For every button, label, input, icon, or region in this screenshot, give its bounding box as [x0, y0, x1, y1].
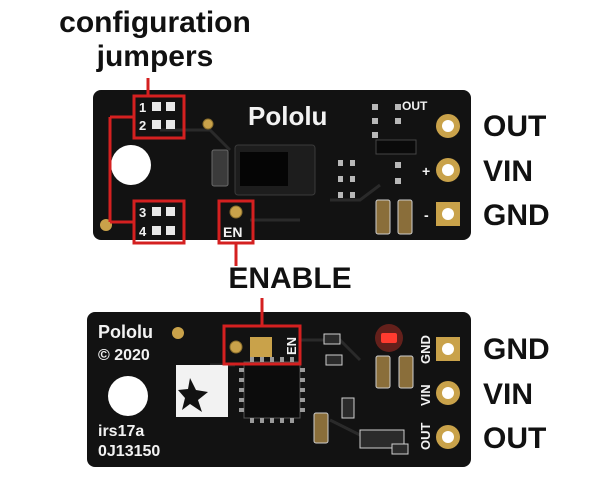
bottom-pin-pad-out: [436, 425, 460, 449]
bottom-board-logo: Pololu: [98, 322, 153, 342]
config-jumpers-title-line2: jumpers: [96, 40, 214, 73]
bottom-pin-label-vin: VIN: [483, 378, 534, 411]
bottom-component-5: [391, 443, 409, 455]
top-silk-minus: -: [424, 207, 429, 223]
bottom-en-bridge: [250, 337, 272, 357]
bottom-silk-gnd: GND: [418, 335, 433, 364]
top-pin-pad-vin: [436, 158, 460, 182]
bottom-capacitor-2: [375, 355, 391, 389]
top-silk-out: OUT: [402, 99, 428, 113]
led-icon: [381, 333, 397, 343]
bottom-qfn-chip: [243, 361, 301, 419]
star-logo-icon: [178, 378, 208, 412]
enable-title: ENABLE: [228, 262, 352, 295]
jumper-pads-1-2: [152, 102, 175, 129]
bottom-pin-label-out: OUT: [483, 422, 547, 455]
bottom-capacitor-3: [398, 355, 414, 389]
top-capacitor-2: [397, 199, 413, 235]
top-smd-pads: [338, 104, 401, 198]
top-capacitor-1: [375, 199, 391, 235]
bottom-capacitor-1: [313, 412, 329, 444]
bottom-pin-pad-gnd: [436, 337, 460, 361]
top-pin-label-out: OUT: [483, 110, 547, 143]
config-jumpers-title-line1: configuration: [59, 6, 251, 39]
top-pin-label-vin: VIN: [483, 155, 534, 188]
top-board-logo: Pololu: [248, 101, 327, 131]
top-board: Pololu OUT + -: [93, 90, 471, 240]
top-sensor-cap: [211, 149, 229, 187]
bottom-en-label: EN: [284, 337, 299, 355]
bottom-pin-pad-vin: [436, 381, 460, 405]
callout-lines: [108, 78, 302, 366]
bottom-corner-via: [172, 327, 184, 339]
bottom-pin-label-gnd: GND: [483, 333, 550, 366]
jumper-label-4: 4: [139, 224, 147, 239]
config-jumpers-title: configuration jumpers: [40, 6, 270, 74]
bottom-silk-out: OUT: [418, 423, 433, 451]
jumper-label-3: 3: [139, 205, 146, 220]
top-pin-pad-gnd: [436, 202, 460, 226]
top-silk-plus: +: [422, 163, 430, 179]
bottom-board-model: irs17a: [98, 423, 144, 440]
bottom-board: Pololu © 2020 irs17a 0J13150 EN: [87, 312, 471, 467]
bottom-component-2: [325, 354, 343, 366]
top-pin-pad-out: [436, 114, 460, 138]
top-sensor-window: [240, 152, 288, 186]
bottom-qfn-pins: [239, 357, 305, 423]
top-en-label: EN: [223, 224, 242, 240]
jumper-pads-3-4: [152, 207, 175, 235]
bottom-component-1: [323, 333, 341, 345]
top-regulator-chip: [375, 139, 417, 155]
bottom-board-serial: 0J13150: [98, 443, 160, 460]
top-mounting-hole: [111, 145, 151, 185]
top-en-pad: [229, 205, 243, 219]
top-pin-label-gnd: GND: [483, 199, 550, 232]
bottom-board-copyright: © 2020: [98, 347, 150, 364]
bottom-component-3: [341, 397, 355, 419]
bottom-mounting-hole: [108, 376, 148, 416]
bottom-en-pad: [229, 340, 243, 354]
top-board-traces: [160, 128, 381, 222]
top-small-pad: [202, 118, 214, 130]
bottom-silk-vin: VIN: [418, 384, 433, 406]
jumper-label-1: 1: [139, 100, 146, 115]
jumper-label-2: 2: [139, 118, 146, 133]
